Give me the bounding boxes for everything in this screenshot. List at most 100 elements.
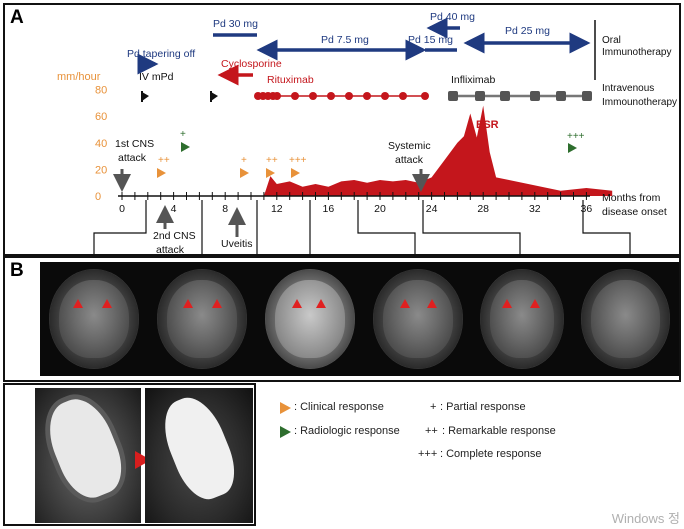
first-cns-label-2: attack [118,152,147,164]
aorta-after [153,389,245,507]
y-tick-label: 80 [95,85,107,97]
lesion-marker [502,299,512,308]
mri-scan-6 [572,262,679,376]
x-ticks: 0 4 8 12 16 20 24 28 32 36 [119,203,592,215]
mri-scan-4 [364,262,472,376]
systemic-label-2: attack [395,154,424,166]
response-label-3: + [241,155,247,166]
clinical-marker-4 [291,168,300,178]
infliximab-dose-square [582,91,592,101]
radiologic-legend-icon [280,426,291,438]
radiologic-legend-label: : Radiologic response [294,425,400,437]
radiologic-marker-2 [568,143,577,153]
x-tick-label: 24 [426,203,438,215]
x-tick-label: 20 [374,203,386,215]
panel-ct [3,383,256,526]
ct-scan-after [145,388,253,523]
radiologic-marker-1 [181,142,190,152]
x-tick-label: 36 [581,203,593,215]
lesion-marker [400,299,410,308]
second-cns-label-1: 2nd CNS [153,230,196,242]
x-tick-label: 8 [222,203,228,215]
rituximab-dose-dot [291,92,299,100]
esr-label: ESR [476,119,499,131]
rituximab-dose-dot [421,92,429,100]
first-cns-label-1: 1st CNS [115,138,154,150]
response-label-1: ++ [158,155,170,166]
oral-label-2: Immunotherapy [602,47,671,58]
clinical-legend-icon [280,402,291,414]
lesion-marker [427,299,437,308]
y-tick-label: 0 [95,191,101,203]
second-cns-label-2: attack [156,244,185,256]
rituximab-dose-dot [327,92,335,100]
aorta-before [38,390,132,506]
clinical-marker-1 [157,168,166,178]
lesion-marker [316,299,326,308]
iv-mpd-flag-1 [142,92,149,101]
panel-connectors [93,200,631,258]
lesion-marker [73,299,83,308]
ct-scan-before [35,388,141,523]
pd-25-label: Pd 25 mg [505,25,550,37]
x-tick-label: 32 [529,203,541,215]
legend: : Clinical response : Radiologic respons… [280,398,580,478]
x-tick-label: 0 [119,203,125,215]
pd-tapering-label: Pd tapering off [127,48,195,60]
lesion-marker [183,299,193,308]
remarkable-legend-symbol: ++ [425,425,438,437]
x-tick-label: 12 [271,203,283,215]
pd-30-label: Pd 30 mg [213,18,258,30]
response-label-5: +++ [289,155,307,166]
x-minor-ticks [121,192,587,200]
mri-scan-5 [472,262,572,376]
iv-label-1: Intravenous [602,83,654,94]
x-tick-label: 28 [477,203,489,215]
rituximab-label: Rituximab [267,74,314,86]
rituximab-dose-dot [273,92,281,100]
y-tick-label: 40 [95,138,107,150]
infliximab-dose-square [448,91,458,101]
infliximab-doses [448,91,592,101]
uveitis-label: Uveitis [221,238,253,250]
cyclosporine-label: Cyclosporine [221,58,282,70]
complete-legend-symbol: +++ [418,448,438,460]
lesion-marker [212,299,222,308]
iv-mpd-flag-2 [211,92,218,101]
clinical-marker-3 [266,168,275,178]
panel-b: B [3,256,681,382]
pd-40-label: Pd 40 mg [430,11,475,23]
iv-label-2: Immounotherapy [602,97,677,108]
x-axis-label-2: disease onset [602,206,667,218]
clinical-legend-label: : Clinical response [294,401,384,413]
mri-scan-3 [256,262,364,376]
lesion-marker [292,299,302,308]
y-tick-label: 20 [95,164,107,176]
lesion-marker [102,299,112,308]
lesion-marker [530,299,540,308]
rituximab-dose-dot [381,92,389,100]
response-label-6: +++ [567,131,585,142]
watermark-text: Windows 정 [611,511,680,526]
clinical-marker-2 [240,168,249,178]
complete-legend-label: : Complete response [440,448,542,460]
x-tick-label: 4 [171,203,177,215]
x-axis-label-1: Months from [602,192,661,204]
mri-scan-1 [40,262,148,376]
x-tick-label: 16 [323,203,335,215]
pd-75-label: Pd 7.5 mg [321,34,369,46]
remarkable-legend-label: : Remarkable response [442,425,556,437]
systemic-label-1: Systemic [388,140,431,152]
oral-label-1: Oral [602,35,621,46]
infliximab-dose-square [556,91,566,101]
pd-15-label: Pd 15 mg [408,34,453,46]
panel-b-letter: B [10,260,24,281]
partial-legend-label: : Partial response [440,401,526,413]
response-label-2: + [180,129,186,140]
rituximab-dose-dot [363,92,371,100]
response-label-4: ++ [266,155,278,166]
infliximab-label: Infliximab [451,74,496,86]
